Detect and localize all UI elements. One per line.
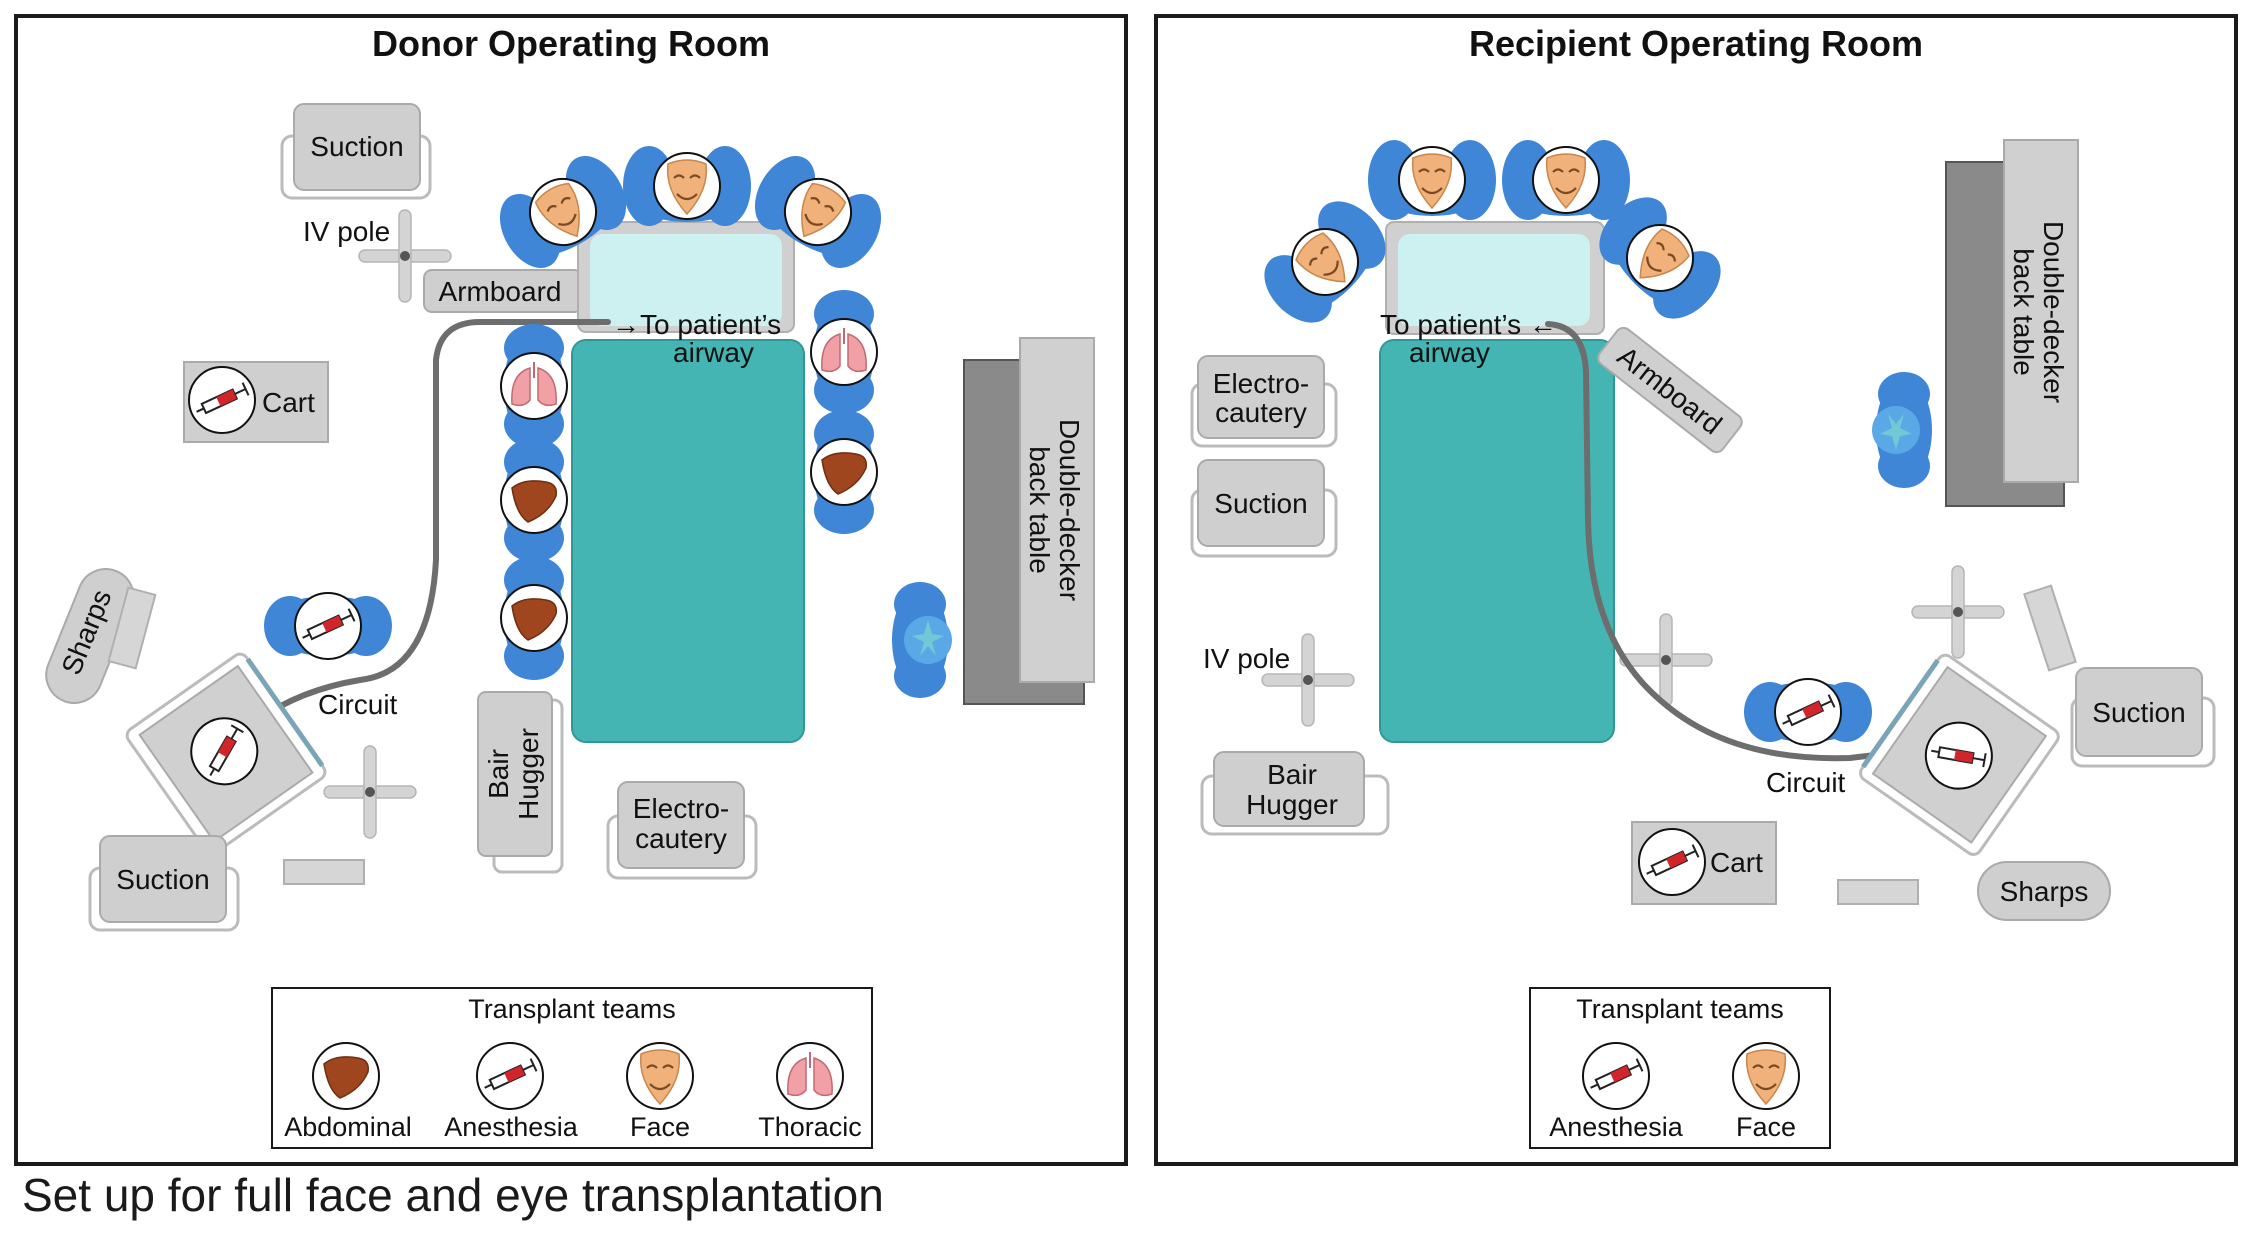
recipient-scrub-nurse bbox=[1872, 372, 1932, 488]
donor-electrocautery: Electro- cautery bbox=[606, 781, 758, 880]
recipient-sharps: Sharps bbox=[1977, 861, 2111, 921]
syringe-icon bbox=[1582, 1042, 1650, 1110]
recipient-bair-hugger-label-2: Hugger bbox=[1246, 789, 1338, 820]
recipient-cart-label: Cart bbox=[1710, 847, 1763, 878]
donor-legend: Transplant teams Abdominal Anesthesia Fa… bbox=[271, 987, 873, 1149]
recipient-sharps-tray bbox=[2023, 584, 2077, 672]
recipient-airway-label-1: To patient’s ← bbox=[1380, 309, 1557, 340]
donor-room-title: Donor Operating Room bbox=[372, 23, 770, 64]
face-icon bbox=[625, 1041, 695, 1111]
donor-cart: Cart bbox=[183, 361, 329, 443]
recipient-legend-title: Transplant teams bbox=[1576, 994, 1784, 1024]
donor-anesthesia-member bbox=[263, 592, 393, 660]
recipient-back-table-label-1: Double-decker bbox=[2038, 221, 2069, 403]
donor-suction-bottom: Suction bbox=[88, 835, 240, 932]
donor-bair-hugger-label-2: Hugger bbox=[513, 728, 544, 820]
recipient-airway-label-2: airway bbox=[1409, 337, 1490, 368]
recipient-suction-left-label: Suction bbox=[1214, 488, 1307, 519]
donor-airway-label-1: →To patient’s bbox=[612, 309, 781, 340]
recipient-back-table: Double-decker back table bbox=[1945, 139, 2079, 507]
donor-operating-table bbox=[571, 339, 805, 743]
recipient-electrocautery-label-1: Electro- bbox=[1213, 368, 1309, 399]
recipient-legend-anesthesia: Anesthesia bbox=[1549, 1112, 1684, 1142]
donor-scrub-nurse bbox=[892, 582, 952, 698]
donor-circuit-line bbox=[255, 319, 611, 723]
donor-thoracic-member-left bbox=[501, 324, 567, 448]
syringe-icon bbox=[476, 1042, 544, 1110]
recipient-electrocautery-label-2: cautery bbox=[1215, 397, 1307, 428]
recipient-room: Recipient Operating Room To patient’s ← … bbox=[1154, 14, 2238, 1166]
recipient-back-table-label-2: back table bbox=[2008, 248, 2039, 376]
recipient-anesthesia-member bbox=[1743, 678, 1873, 746]
donor-suction-top-label: Suction bbox=[310, 131, 403, 162]
donor-thoracic-member-right bbox=[811, 290, 877, 414]
recipient-cart: Cart bbox=[1631, 821, 1777, 905]
donor-iv-pole-label: IV pole bbox=[303, 216, 390, 247]
donor-bair-hugger-label-1: Bair bbox=[483, 749, 514, 799]
donor-cart-label: Cart bbox=[262, 387, 315, 418]
donor-legend-title: Transplant teams bbox=[468, 994, 676, 1024]
donor-legend-face: Face bbox=[630, 1112, 690, 1142]
donor-back-table-label-1: Double-decker bbox=[1054, 419, 1085, 601]
donor-cart-syringe-icon bbox=[188, 366, 256, 434]
donor-suction-top: Suction bbox=[280, 103, 432, 200]
recipient-suction-right: Suction bbox=[2070, 667, 2216, 768]
face-icon bbox=[1731, 1041, 1801, 1111]
recipient-iv-pole-label: IV pole bbox=[1203, 643, 1290, 674]
donor-electrocautery-label-2: cautery bbox=[635, 823, 727, 854]
donor-circuit-label: Circuit bbox=[318, 689, 398, 720]
donor-room: Donor Operating Room Suction IV pole Arm… bbox=[14, 14, 1128, 1166]
recipient-bair-hugger-label-1: Bair bbox=[1267, 759, 1317, 790]
recipient-room-title: Recipient Operating Room bbox=[1469, 23, 1923, 64]
donor-suction-bottom-label: Suction bbox=[116, 864, 209, 895]
donor-pillow bbox=[590, 234, 782, 326]
donor-back-table-label-2: back table bbox=[1024, 446, 1055, 574]
recipient-suction-left: Suction bbox=[1190, 459, 1338, 558]
figure-caption: Set up for full face and eye transplanta… bbox=[22, 1169, 884, 1221]
donor-face-member-2 bbox=[621, 144, 753, 228]
recipient-anesthesia-machine bbox=[1859, 653, 2060, 856]
recipient-legend: Transplant teams Anesthesia Face bbox=[1529, 987, 1831, 1149]
donor-bair-hugger: Bair Hugger bbox=[477, 691, 564, 874]
recipient-bair-hugger: Bair Hugger bbox=[1200, 751, 1390, 836]
donor-armboard: Armboard bbox=[423, 269, 583, 313]
donor-legend-abdominal: Abdominal bbox=[284, 1112, 412, 1142]
recipient-electrocautery: Electro- cautery bbox=[1190, 355, 1338, 448]
donor-legend-anesthesia: Anesthesia bbox=[444, 1112, 579, 1142]
recipient-sharps-label: Sharps bbox=[2000, 876, 2089, 907]
donor-machine-tray bbox=[283, 859, 365, 885]
recipient-circuit-label: Circuit bbox=[1766, 767, 1846, 798]
recipient-machine-tray bbox=[1837, 879, 1919, 905]
donor-back-table: Double-decker back table bbox=[963, 337, 1095, 705]
donor-abdominal-member-1 bbox=[501, 438, 567, 562]
donor-legend-thoracic: Thoracic bbox=[758, 1112, 862, 1142]
recipient-operating-table bbox=[1379, 339, 1615, 743]
donor-abdominal-member-2 bbox=[501, 556, 567, 680]
donor-electrocautery-label-1: Electro- bbox=[633, 793, 729, 824]
donor-abdominal-member-3 bbox=[811, 410, 877, 534]
recipient-face-member-3 bbox=[1500, 138, 1632, 222]
recipient-cart-syringe-icon bbox=[1638, 828, 1706, 896]
recipient-legend-face: Face bbox=[1736, 1112, 1796, 1142]
donor-airway-label-2: airway bbox=[673, 337, 754, 368]
donor-armboard-label: Armboard bbox=[439, 276, 562, 307]
donor-anesthesia-machine bbox=[125, 652, 327, 855]
donor-sharps-tray bbox=[107, 586, 157, 670]
liver-icon bbox=[312, 1042, 380, 1110]
recipient-pillow bbox=[1398, 234, 1590, 326]
recipient-suction-right-label: Suction bbox=[2092, 697, 2185, 728]
recipient-circuit-line bbox=[1545, 321, 1929, 762]
recipient-face-member-2 bbox=[1366, 138, 1498, 222]
lungs-icon bbox=[776, 1042, 844, 1110]
